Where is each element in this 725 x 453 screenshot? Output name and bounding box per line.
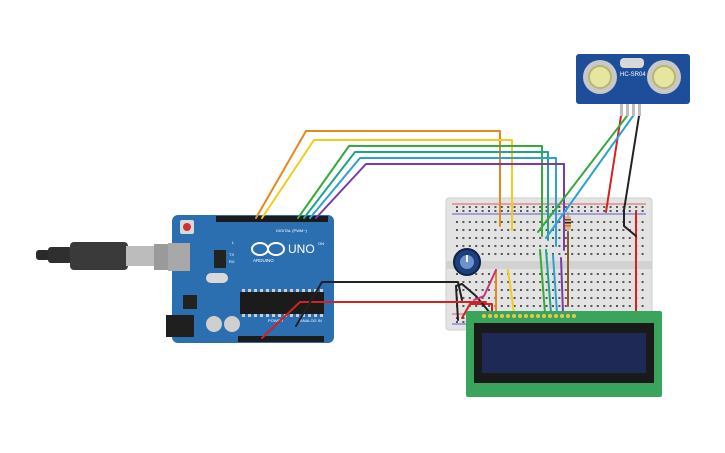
usb-port [168,243,190,271]
lcd-16x2[interactable] [466,311,662,397]
lcd-screen [482,333,646,373]
arduino-logo-icon [251,242,285,256]
analog-label: ANALOG IN [300,318,322,323]
wire [473,269,497,301]
digital-label: DIGITAL (PWM~) [276,228,308,233]
wire [545,249,552,314]
wire [461,303,493,319]
wire [261,301,487,339]
capacitor [206,316,222,332]
wire [539,249,546,314]
board-body [172,215,334,343]
resistor [565,212,571,232]
wire [507,269,515,314]
wire [297,145,543,237]
on-label: ON [318,241,324,246]
arduino-uno-board[interactable]: UNO ARDUINO DIGITAL (PWM~) POWER ANALOG … [166,215,334,343]
wire [623,209,637,237]
led-rx-label: RX [229,259,235,264]
chip [214,250,226,268]
sensor-name: HC-SR04 [620,72,646,78]
chip [183,295,197,309]
power-jack [166,315,194,337]
crystal [206,273,228,283]
wire [623,115,640,211]
potentiometer[interactable] [453,248,481,276]
wire [295,281,463,327]
wire [309,157,557,247]
wire [560,257,564,314]
digital-header [216,216,328,222]
wire [255,130,501,227]
sensor-crystal [620,58,644,68]
capacitor [224,316,240,332]
wire [261,139,513,231]
breadboard-center-channel [446,261,652,269]
wire [303,151,549,241]
power-analog-header [238,336,324,342]
wire [545,115,634,239]
model-label: UNO [288,242,315,256]
atmega-chip [240,292,324,314]
wire [537,115,628,233]
brand-label: ARDUINO [253,258,274,263]
wire [552,254,558,314]
wire [605,115,622,213]
wire [315,163,565,251]
wires [255,115,640,339]
led-tx-label: TX [229,252,234,257]
lcd-pins [482,314,576,318]
usb-cable [36,242,184,270]
hc-sr04-sensor[interactable]: HC-SR04 [576,54,690,116]
led-l-label: L [232,240,235,245]
power-label: POWER [268,318,283,323]
